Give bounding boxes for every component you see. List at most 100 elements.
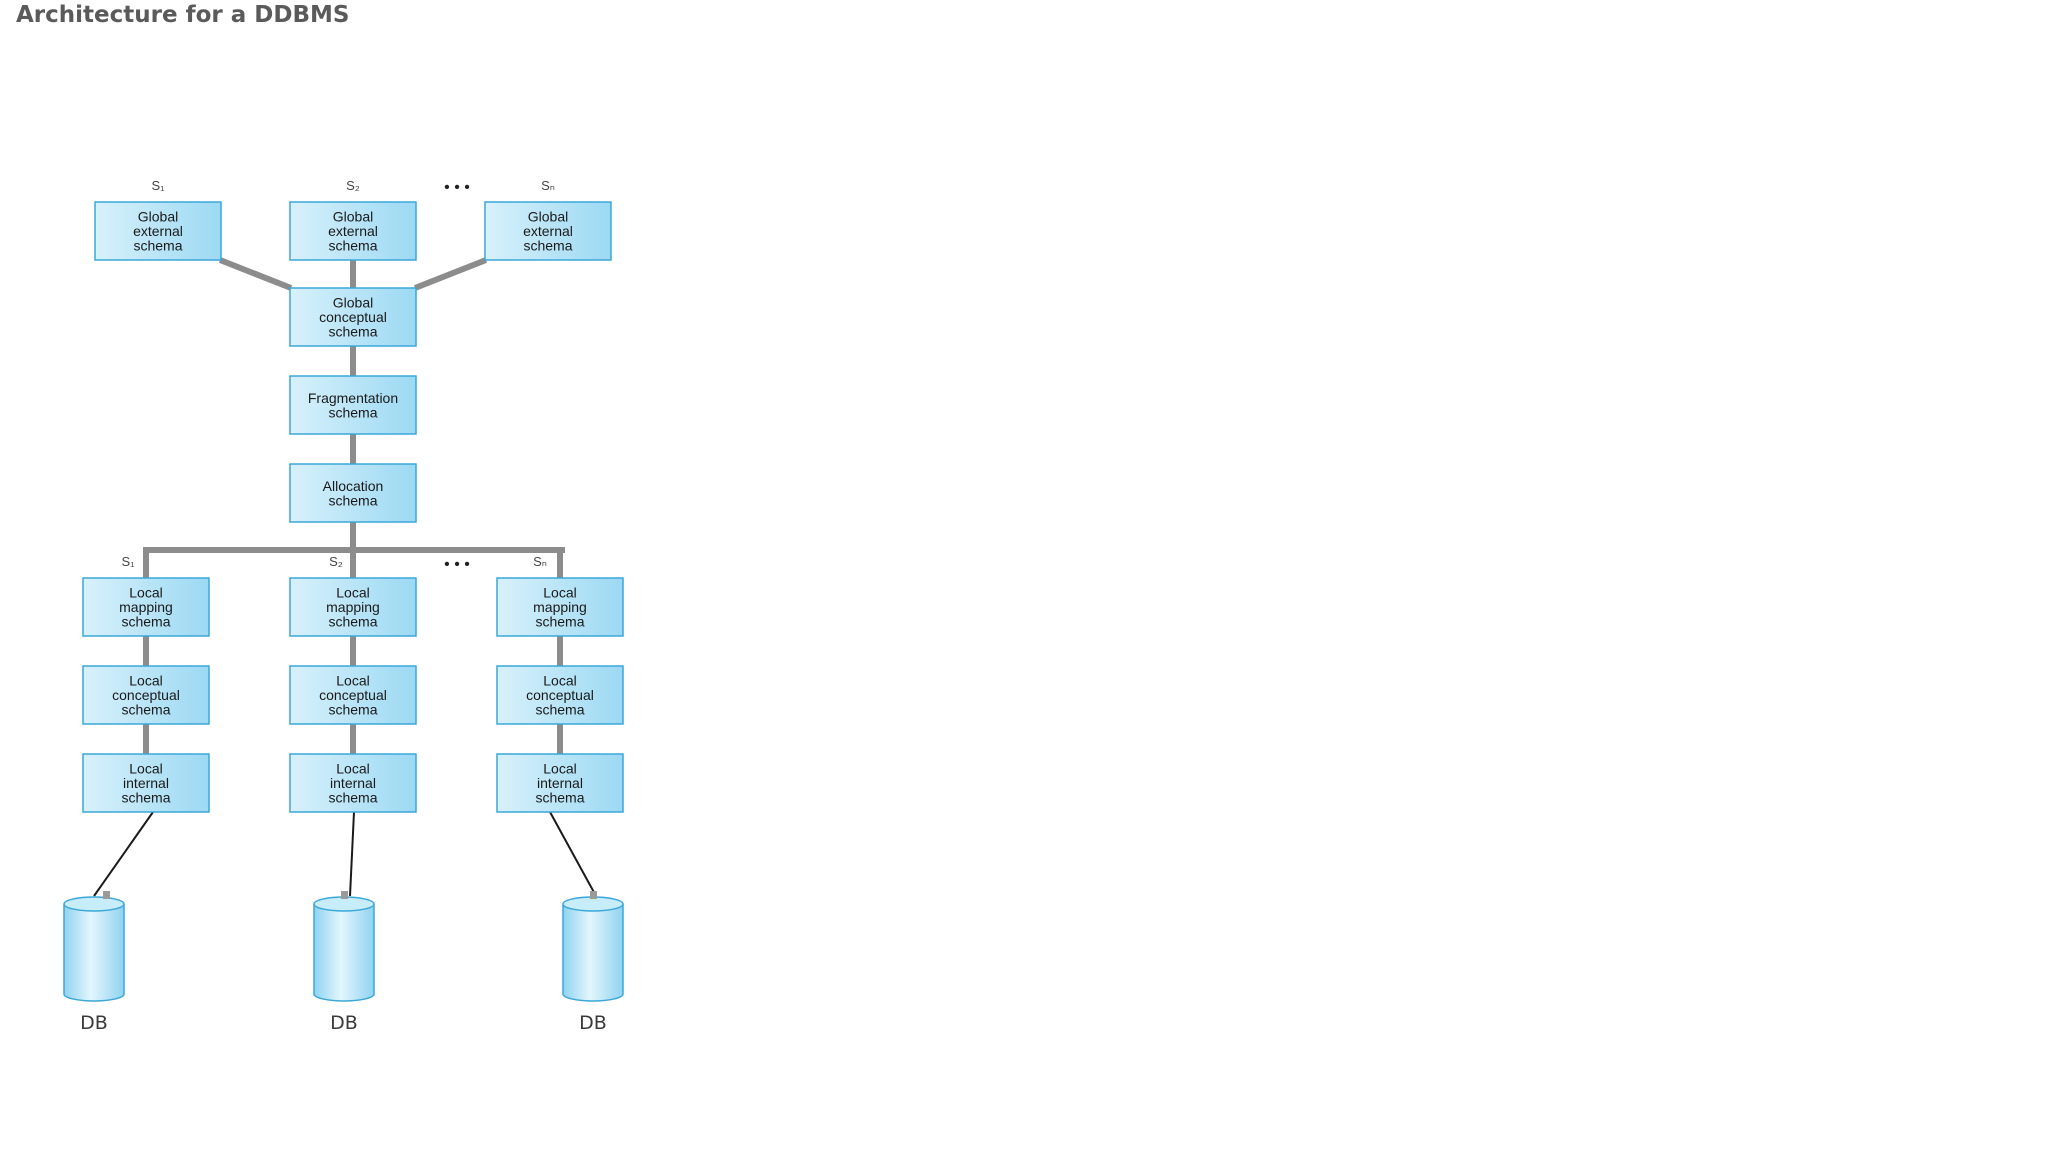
- local-conceptual-schema-3-rect: [496, 665, 624, 725]
- local-conceptual-schema-1-label-line-1: Local: [129, 673, 162, 689]
- local-internal-schema-1-label-line-3: schema: [121, 790, 170, 806]
- global-external-schema-2-label-line-2: external: [328, 223, 378, 239]
- global-conceptual-schema-label-line-2: conceptual: [319, 309, 387, 325]
- global-external-schema-1-label-line-3: schema: [133, 238, 182, 254]
- database-2-top: [313, 896, 375, 912]
- local-conceptual-schema-3-label-line-2: conceptual: [526, 687, 594, 703]
- fragmentation-schema-label-line-2: schema: [328, 404, 377, 420]
- global-external-schema-2-label-line-1: Global: [333, 209, 373, 225]
- global-external-schema-1-label-line-1: Global: [138, 209, 178, 225]
- local-conceptual-schema-2-rect: [289, 665, 417, 725]
- global-external-schema-1-label-line-2: external: [133, 223, 183, 239]
- local-conceptual-schema-2-label-line-2: conceptual: [319, 687, 387, 703]
- local-mapping-schema-3-label-line-1: Local: [543, 585, 576, 601]
- local-mapping-schema-3-label-line-3: schema: [535, 614, 584, 630]
- local-conceptual-schema-2-label-line-3: schema: [328, 702, 377, 718]
- database-3-top: [562, 896, 624, 912]
- local-internal-schema-3-label-line-3: schema: [535, 790, 584, 806]
- connector-lint1-db1: [93, 811, 154, 897]
- global-external-schema-3-label-line-3: schema: [523, 238, 572, 254]
- local-mapping-schema-2-rect: [289, 577, 417, 637]
- local-internal-schema-2-rect: [289, 753, 417, 813]
- database-3-port: [590, 891, 597, 899]
- schema-boxes: GlobalexternalschemaGlobalexternalschema…: [82, 201, 624, 813]
- local-mapping-schema-2-label-line-3: schema: [328, 614, 377, 630]
- fragmentation-schema-label-line-1: Fragmentation: [308, 390, 398, 406]
- database-2-port: [341, 891, 348, 899]
- global-external-schema-1-rect: [94, 201, 222, 261]
- database-1-body: [63, 904, 125, 1002]
- local-site-label-2: S₂: [329, 554, 343, 569]
- local-internal-schema-3-rect: [496, 753, 624, 813]
- local-mapping-schema-1-label-line-1: Local: [129, 585, 162, 601]
- database-3-body: [562, 904, 624, 1002]
- local-mapping-schema-1-rect: [82, 577, 210, 637]
- database-1-port: [103, 891, 110, 899]
- databases: DB DB DB: [63, 891, 624, 1034]
- local-conceptual-schema-2-label-line-1: Local: [336, 673, 369, 689]
- allocation-schema-label-line-1: Allocation: [323, 478, 384, 494]
- database-2: DB: [313, 891, 375, 1034]
- local-mapping-schema-3-rect: [496, 577, 624, 637]
- local-internal-schema-3-label-line-2: internal: [537, 775, 583, 791]
- database-2-body: [313, 904, 375, 1002]
- global-external-schema-3-rect: [484, 201, 612, 261]
- fragmentation-schema-rect: [289, 375, 417, 435]
- connector-gext1-gcon: [218, 257, 293, 291]
- global-conceptual-schema-rect: [289, 287, 417, 347]
- global-site-label-2: S₂: [346, 178, 360, 193]
- global-external-schema-3-label-line-1: Global: [528, 209, 568, 225]
- local-sites-ellipsis: • • •: [444, 556, 470, 573]
- local-internal-schema-1-rect: [82, 753, 210, 813]
- global-conceptual-schema-label-line-3: schema: [328, 324, 377, 340]
- database-3-label: DB: [579, 1012, 607, 1034]
- local-mapping-schema-1-label-line-2: mapping: [119, 599, 173, 615]
- local-mapping-schema-1-label-line-3: schema: [121, 614, 170, 630]
- global-external-schema-2-rect: [289, 201, 417, 261]
- local-conceptual-schema-1-rect: [82, 665, 210, 725]
- database-1-top: [63, 896, 125, 912]
- connector-gextn-gcon: [413, 257, 488, 291]
- database-1-label: DB: [80, 1012, 108, 1034]
- local-site-label-n: Sₙ: [533, 554, 547, 569]
- database-2-label: DB: [330, 1012, 358, 1034]
- database-1: DB: [63, 891, 125, 1034]
- allocation-schema-rect: [289, 463, 417, 523]
- local-mapping-schema-2-label-line-1: Local: [336, 585, 369, 601]
- database-3: DB: [562, 891, 624, 1034]
- global-site-label-1: S₁: [151, 178, 165, 193]
- local-internal-schema-1-label-line-2: internal: [123, 775, 169, 791]
- page-title: Architecture for a DDBMS: [16, 2, 350, 28]
- connector-lines: [93, 257, 597, 897]
- local-internal-schema-2-label-line-2: internal: [330, 775, 376, 791]
- local-internal-schema-2-label-line-3: schema: [328, 790, 377, 806]
- local-internal-schema-1-label-line-1: Local: [129, 761, 162, 777]
- local-mapping-schema-3-label-line-2: mapping: [533, 599, 587, 615]
- connector-lint2-db2: [349, 811, 355, 897]
- allocation-schema-label-line-2: schema: [328, 492, 377, 508]
- local-conceptual-schema-1-label-line-2: conceptual: [112, 687, 180, 703]
- global-site-label-n: Sₙ: [541, 178, 555, 193]
- global-conceptual-schema-label-line-1: Global: [333, 295, 373, 311]
- local-internal-schema-3-label-line-1: Local: [543, 761, 576, 777]
- local-conceptual-schema-3-label-line-3: schema: [535, 702, 584, 718]
- local-conceptual-schema-1-label-line-3: schema: [121, 702, 170, 718]
- connector-lintn-dbn: [549, 811, 597, 897]
- local-internal-schema-2-label-line-1: Local: [336, 761, 369, 777]
